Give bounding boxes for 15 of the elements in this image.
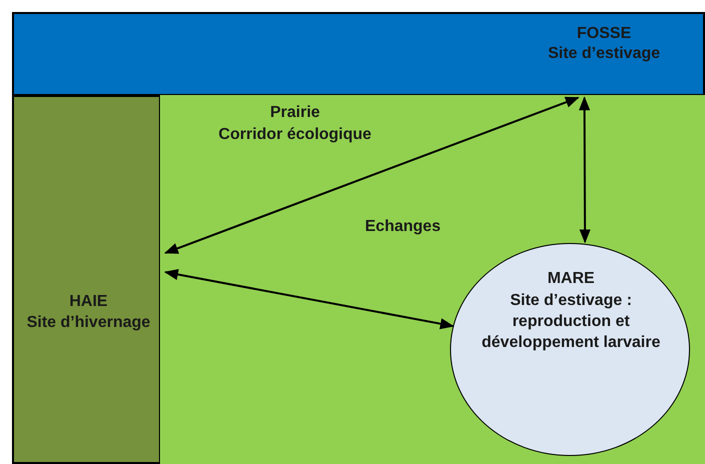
ditch-band: [12, 12, 705, 96]
double-arrow: [578, 96, 591, 244]
meadow-area: [160, 95, 705, 464]
node-title: FOSSE: [576, 24, 632, 44]
node-title: Prairie: [269, 103, 321, 123]
exchange-label: Echanges: [365, 218, 441, 236]
node-label: Site d’estivage : reproduction et développement larvaire: [480, 291, 662, 353]
double-arrow: [164, 268, 454, 330]
node-label: Site d’estivage: [546, 44, 662, 64]
node-label: Site d’hivernage: [26, 313, 152, 333]
node-title: HAIE: [68, 292, 109, 312]
hedge-panel: [12, 95, 161, 464]
node-title: MARE: [546, 269, 596, 289]
node-label: Corridor écologique: [218, 125, 372, 145]
double-arrow: [164, 96, 580, 254]
